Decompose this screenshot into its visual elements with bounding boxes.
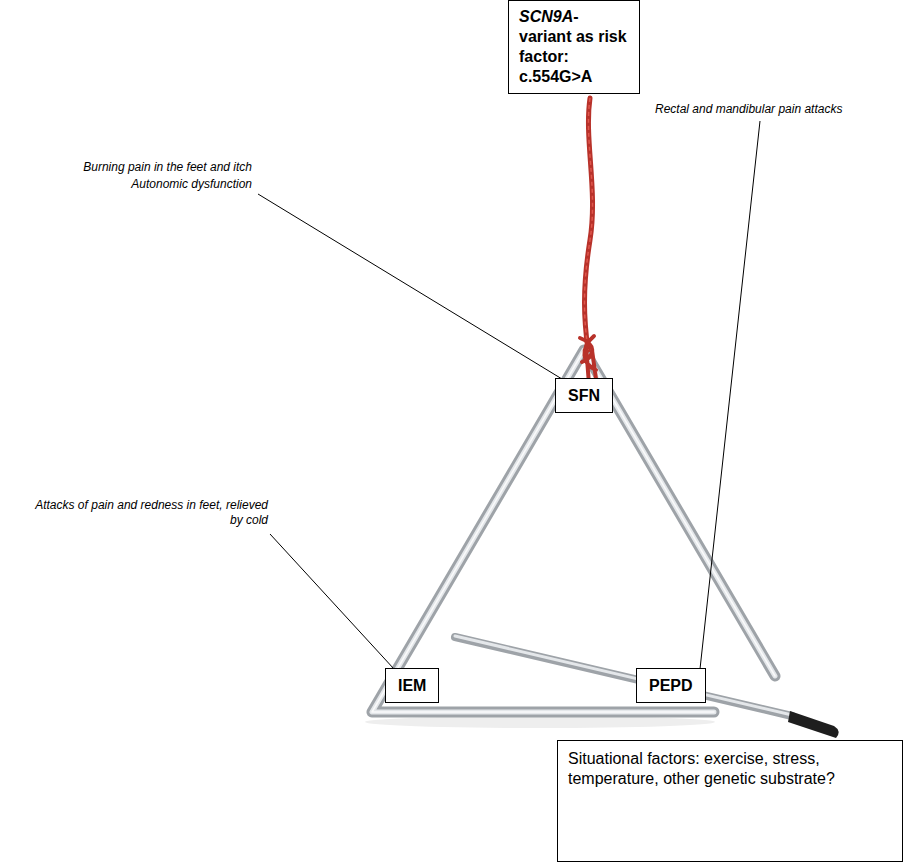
node-text: SFN (568, 386, 600, 405)
annotation-text: Attacks of pain and redness in feet, rel… (32, 498, 268, 528)
node-text: SCN9A-variant as risk factor: c.554G>A (519, 7, 629, 87)
beater-handle (788, 711, 839, 738)
beater-rod (455, 637, 792, 716)
risk-factor-box: SCN9A-variant as risk factor: c.554G>A (508, 0, 640, 94)
annotation-text: Burning pain in the feet and itch (20, 160, 252, 175)
rope (585, 98, 593, 350)
rope-twist (585, 98, 593, 350)
node-text: PEPD (649, 676, 693, 695)
leader-line (258, 194, 562, 379)
node-text: IEM (398, 676, 426, 695)
triangle-shine (372, 350, 775, 712)
condition-box: IEM (385, 668, 439, 703)
node-text: Situational factors: exercise, stress, t… (568, 749, 892, 789)
condition-box: SFN (555, 378, 613, 413)
annotation-text: Autonomic dysfunction (20, 177, 252, 192)
leader-line (700, 121, 760, 669)
leader-line (270, 534, 394, 669)
factors-box: Situational factors: exercise, stress, t… (557, 740, 903, 862)
condition-box: PEPD (636, 668, 706, 703)
annotation-text: Rectal and mandibular pain attacks (655, 102, 885, 117)
triangle-tube (372, 350, 775, 712)
triangle-highlight (372, 350, 775, 712)
shadow (365, 716, 715, 728)
beater-shine (455, 636, 792, 715)
